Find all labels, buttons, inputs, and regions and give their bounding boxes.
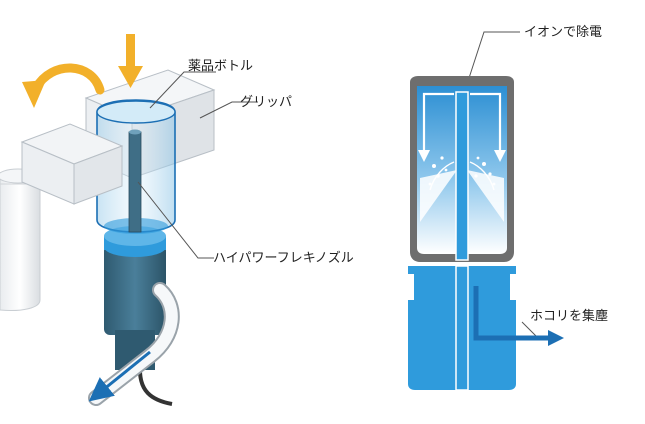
dust-label: ホコリを集塵: [530, 308, 608, 324]
nozzle-cross-section: [408, 76, 564, 391]
bottle-label: 薬品ボトル: [188, 59, 253, 74]
leader-lines: [137, 31, 541, 341]
reagent-bottle-illustration: [0, 168, 41, 311]
down-arrow-icon: [118, 34, 143, 88]
dust-exhaust-arrow-icon: [548, 330, 564, 346]
flexible-tube-illustration: [88, 282, 180, 406]
gripper-front-illustration: [20, 123, 124, 205]
exhaust-arrow-icon: [88, 350, 151, 402]
ionize-label: イオンで除電: [524, 25, 602, 40]
glass-bottle-illustration: [96, 99, 176, 234]
nozzle-label: ハイパワーフレキノズル: [213, 250, 354, 266]
gripper-label: グリッパ: [240, 95, 292, 110]
airflow-arrow-icon: [422, 92, 502, 150]
rotate-arrow-icon: [22, 63, 105, 108]
